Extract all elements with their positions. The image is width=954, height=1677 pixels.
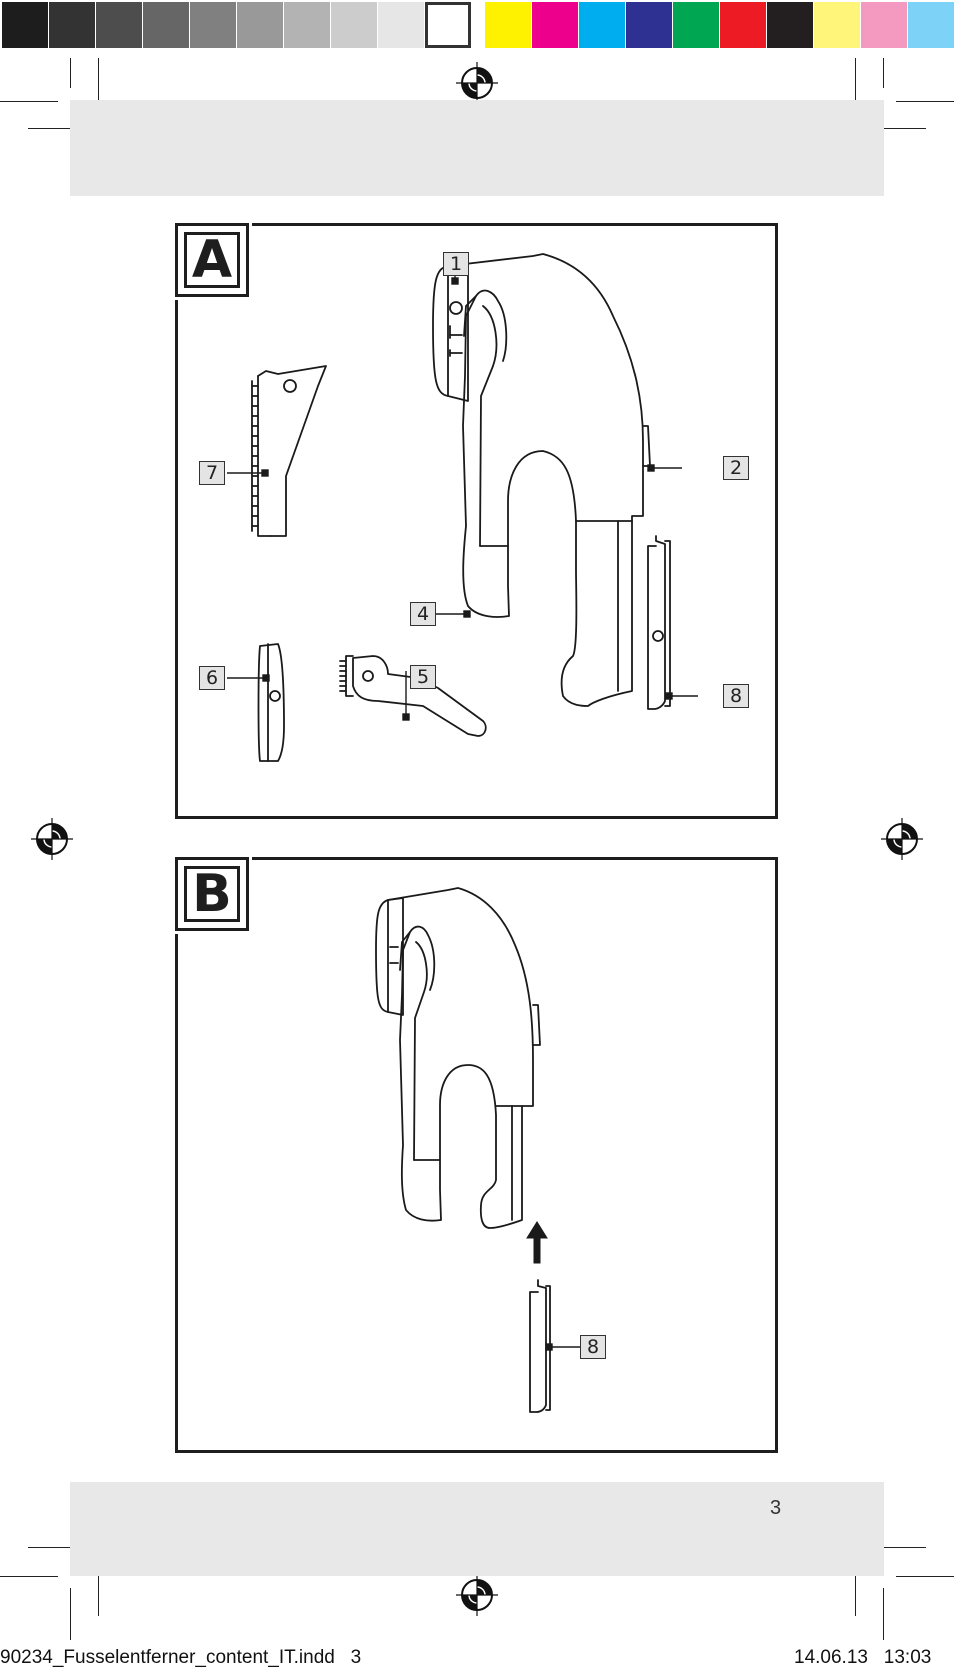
swatch — [814, 2, 860, 48]
slug-datetime: 14.06.13 13:03 — [794, 1647, 932, 1668]
callout-7: 7 — [199, 461, 225, 485]
swatch — [425, 2, 471, 48]
registration-mark-icon — [456, 62, 498, 104]
swatch — [626, 2, 672, 48]
swatch — [190, 2, 236, 48]
crop-mark — [0, 101, 58, 102]
callout-4: 4 — [410, 602, 436, 626]
figure-a-label: A — [172, 220, 252, 300]
swatch — [673, 2, 719, 48]
footer-band — [70, 1482, 884, 1576]
swatch — [579, 2, 625, 48]
color-swatch-bar — [485, 2, 954, 48]
crop-mark — [883, 58, 884, 88]
swatch — [861, 2, 907, 48]
crop-mark — [896, 1576, 954, 1577]
crop-mark — [855, 1568, 856, 1616]
callout-8: 8 — [723, 684, 749, 708]
swatch — [331, 2, 377, 48]
page-number: 3 — [770, 1497, 782, 1519]
header-band — [70, 100, 884, 196]
crop-mark — [70, 58, 71, 88]
crop-mark — [876, 128, 926, 129]
swatch — [767, 2, 813, 48]
callout-2: 2 — [723, 456, 749, 480]
figure-b-label: B — [172, 854, 252, 934]
slug-filename: 90234_Fusselentferner_content_IT.indd 3 — [0, 1647, 362, 1668]
swatch — [2, 2, 48, 48]
callout-6: 6 — [199, 666, 225, 690]
crop-mark — [0, 1576, 58, 1577]
crop-mark — [70, 1588, 71, 1640]
swatch — [720, 2, 766, 48]
crop-mark — [98, 1568, 99, 1616]
figure-letter: A — [184, 230, 240, 290]
registration-mark-icon — [456, 1574, 498, 1616]
callout-1: 1 — [443, 252, 469, 276]
crop-mark — [883, 1588, 884, 1640]
callout-5: 5 — [410, 665, 436, 689]
crop-mark — [28, 128, 78, 129]
swatch — [237, 2, 283, 48]
swatch — [143, 2, 189, 48]
swatch — [532, 2, 578, 48]
swatch — [49, 2, 95, 48]
registration-mark-icon — [881, 818, 923, 860]
gray-swatch-bar — [2, 2, 472, 48]
container-insertion-drawing — [375, 887, 580, 1413]
swatch — [908, 2, 954, 48]
registration-mark-icon — [31, 818, 73, 860]
crop-mark — [28, 1547, 78, 1548]
swatch — [96, 2, 142, 48]
lint-remover-parts-drawing — [227, 253, 698, 762]
figure-letter: B — [184, 864, 240, 924]
crop-mark — [855, 58, 856, 106]
swatch — [378, 2, 424, 48]
crop-mark — [896, 101, 954, 102]
crop-mark — [876, 1547, 926, 1548]
swatch — [485, 2, 531, 48]
callout-8: 8 — [580, 1335, 606, 1359]
figure-a-panel: A 1 2 4 5 6 7 8 — [172, 220, 778, 819]
figure-b-panel: B 8 — [172, 854, 778, 1453]
swatch — [284, 2, 330, 48]
crop-mark — [98, 58, 99, 106]
